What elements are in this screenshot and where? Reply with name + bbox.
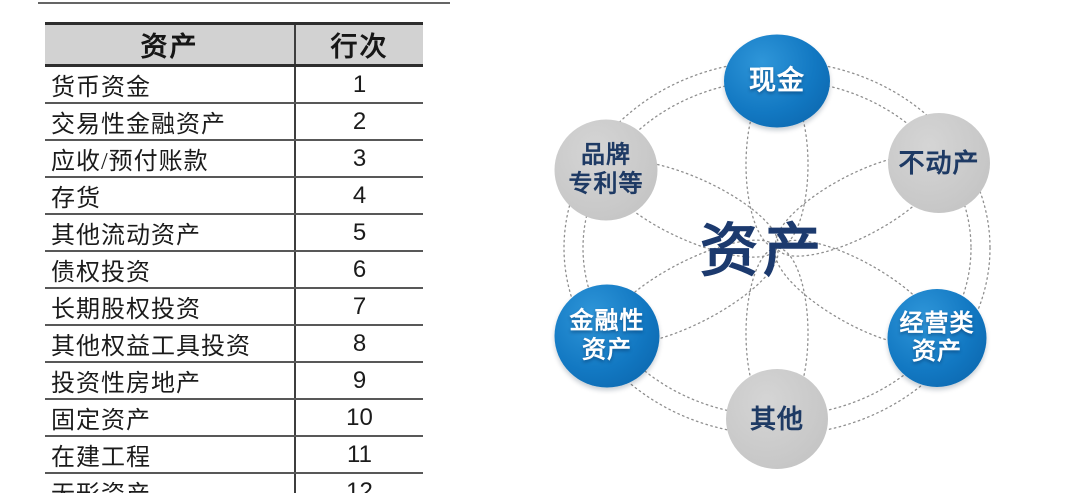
- asset-name-cell: 债权投资: [45, 251, 296, 289]
- line-number-cell: 10: [295, 399, 423, 437]
- asset-table-header: 资产 行次: [45, 22, 423, 67]
- asset-name-cell: 固定资产: [45, 399, 296, 437]
- header-row: 资产 行次: [45, 22, 423, 67]
- node-label-cash: 现金: [749, 65, 805, 96]
- asset-name-cell: 存货: [45, 177, 296, 215]
- line-number-cell: 2: [295, 103, 423, 141]
- table-row: 无形资产12: [45, 473, 423, 493]
- line-column-header: 行次: [295, 22, 423, 67]
- node-label-real-estate: 不动产: [898, 147, 980, 178]
- asset-name-cell: 长期股权投资: [45, 288, 296, 326]
- node-label-operating-assets: 经营类 资产: [899, 309, 975, 365]
- asset-name-cell: 应收/预付账款: [45, 140, 296, 178]
- asset-structure-diagram: 资产 现金 不动产 经营类 资产 其他 金融性 资产 品牌 专利等: [540, 0, 1080, 493]
- diagram-node-other: 其他: [726, 369, 828, 469]
- line-number-cell: 8: [295, 325, 423, 363]
- line-number-cell: 12: [295, 473, 423, 493]
- line-number-cell: 11: [295, 436, 423, 474]
- asset-column-header: 资产: [45, 22, 296, 67]
- asset-name-cell: 其他流动资产: [45, 214, 296, 252]
- line-number-cell: 9: [295, 362, 423, 400]
- diagram-node-cash: 现金: [724, 34, 830, 128]
- asset-name-cell: 其他权益工具投资: [45, 325, 296, 363]
- diagram-node-real-estate: 不动产: [888, 113, 990, 213]
- asset-name-cell: 投资性房地产: [45, 362, 296, 400]
- line-number-cell: 7: [295, 288, 423, 326]
- diagram-node-financial-assets: 金融性 资产: [554, 284, 660, 388]
- line-number-cell: 3: [295, 140, 423, 178]
- line-number-cell: 5: [295, 214, 423, 252]
- asset-name-cell: 交易性金融资产: [45, 103, 296, 141]
- line-number-cell: 4: [295, 177, 423, 215]
- node-label-other: 其他: [749, 403, 804, 434]
- node-label-financial-assets: 金融性 资产: [569, 307, 645, 363]
- table-top-rule: [38, 2, 450, 4]
- diagram-node-operating-assets: 经营类 资产: [887, 289, 987, 387]
- node-label-brand-patents: 品牌 专利等: [568, 141, 644, 197]
- asset-name-cell: 货币资金: [45, 65, 296, 104]
- asset-name-cell: 无形资产: [45, 473, 296, 493]
- diagram-center-label: 资产: [699, 218, 827, 284]
- line-number-cell: 1: [295, 65, 423, 104]
- diagram-node-brand-patents: 品牌 专利等: [554, 119, 658, 221]
- line-number-cell: 6: [295, 251, 423, 289]
- asset-name-cell: 在建工程: [45, 436, 296, 474]
